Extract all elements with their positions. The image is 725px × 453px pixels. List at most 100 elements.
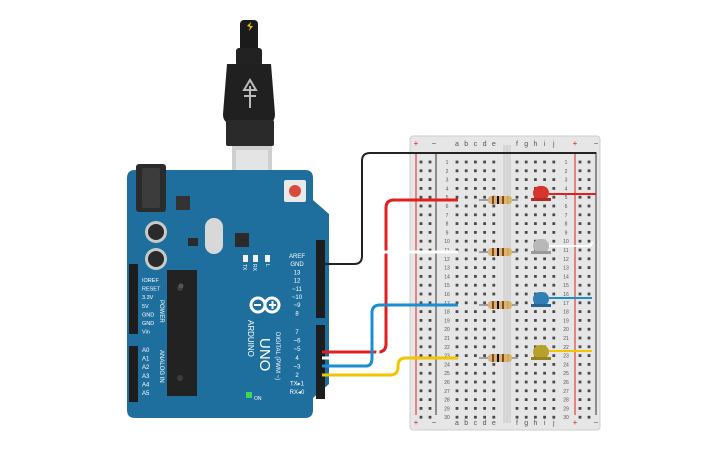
led-red[interactable] bbox=[531, 186, 551, 201]
breadboard-hole bbox=[428, 371, 432, 375]
breadboard-hole bbox=[524, 257, 528, 261]
breadboard-hole bbox=[492, 231, 496, 234]
breadboard-hole bbox=[578, 231, 582, 234]
breadboard-hole bbox=[578, 160, 582, 164]
row-number: 8 bbox=[446, 222, 449, 228]
breadboard-hole bbox=[492, 213, 496, 217]
breadboard-hole bbox=[524, 222, 528, 225]
wire-pin2-yellow[interactable] bbox=[322, 356, 458, 377]
digital-pin-label: 13 bbox=[294, 270, 301, 276]
breadboard-hole bbox=[543, 310, 546, 313]
breadboard-hole bbox=[578, 371, 582, 375]
wire-gnd-black[interactable] bbox=[322, 152, 596, 265]
digital-pin-label: ~9 bbox=[294, 303, 302, 309]
breadboard-hole bbox=[483, 310, 486, 313]
breadboard-hole bbox=[428, 380, 432, 384]
row-number: 20 bbox=[444, 327, 450, 333]
row-number: 12 bbox=[563, 257, 569, 263]
breadboard-hole bbox=[419, 354, 423, 357]
arduino-uno-board[interactable] bbox=[127, 164, 329, 418]
breadboard-hole bbox=[543, 380, 546, 384]
breadboard-hole bbox=[587, 345, 591, 349]
breadboard-hole bbox=[483, 380, 486, 384]
row-number: 30 bbox=[563, 415, 569, 421]
breadboard-hole bbox=[515, 398, 519, 401]
breadboard-hole bbox=[552, 231, 556, 234]
row-number: 26 bbox=[444, 380, 450, 386]
breadboard-hole bbox=[524, 371, 528, 375]
breadboard-hole bbox=[552, 213, 556, 217]
breadboard-hole bbox=[515, 327, 519, 331]
led-blue[interactable] bbox=[531, 292, 551, 307]
column-label: e bbox=[492, 420, 496, 427]
breadboard-hole bbox=[524, 292, 528, 296]
breadboard-hole bbox=[524, 407, 528, 410]
breadboard-hole bbox=[587, 407, 591, 410]
breadboard-hole bbox=[492, 275, 496, 278]
breadboard-hole bbox=[483, 231, 486, 234]
row-number: 3 bbox=[446, 178, 449, 184]
breadboard-hole bbox=[587, 319, 591, 322]
breadboard-hole bbox=[492, 327, 496, 331]
breadboard-hole bbox=[464, 248, 468, 252]
breadboard-hole bbox=[474, 213, 477, 217]
breadboard-hole bbox=[428, 187, 432, 190]
row-number: 4 bbox=[565, 186, 568, 192]
breadboard-hole bbox=[483, 336, 486, 340]
breadboard-hole bbox=[515, 231, 519, 234]
digital-pin-label: ~11 bbox=[292, 287, 302, 293]
breadboard-hole bbox=[524, 275, 528, 278]
breadboard-hole bbox=[552, 187, 556, 190]
breadboard-hole bbox=[474, 389, 477, 393]
breadboard-hole bbox=[587, 380, 591, 384]
breadboard-hole bbox=[524, 319, 528, 322]
breadboard-hole bbox=[552, 354, 556, 357]
breadboard-hole bbox=[578, 213, 582, 217]
breadboard[interactable] bbox=[409, 135, 601, 431]
wire-pin5-red[interactable] bbox=[322, 198, 458, 354]
row-number: 13 bbox=[563, 266, 569, 272]
tx-label: TX bbox=[241, 264, 247, 271]
power-label: POWER bbox=[158, 300, 164, 323]
breadboard-hole bbox=[587, 204, 591, 208]
breadboard-hole bbox=[455, 231, 459, 234]
rail-plus-label: + bbox=[414, 418, 419, 427]
arduino-logo bbox=[249, 296, 281, 314]
breadboard-hole bbox=[578, 415, 582, 419]
breadboard-hole bbox=[492, 169, 496, 173]
breadboard-hole bbox=[483, 266, 486, 269]
breadboard-hole bbox=[578, 336, 582, 340]
breadboard-hole bbox=[515, 195, 519, 199]
row-number: 28 bbox=[563, 398, 569, 404]
led-white[interactable] bbox=[531, 239, 551, 254]
breadboard-hole bbox=[515, 371, 519, 375]
breadboard-hole bbox=[515, 389, 519, 393]
breadboard-hole bbox=[464, 345, 468, 349]
breadboard-hole bbox=[543, 398, 546, 401]
breadboard-hole bbox=[428, 407, 432, 410]
row-number: 11 bbox=[563, 248, 568, 254]
breadboard-hole bbox=[455, 266, 459, 269]
breadboard-hole bbox=[455, 160, 459, 164]
breadboard-hole bbox=[474, 248, 477, 252]
breadboard-hole bbox=[483, 363, 486, 366]
breadboard-hole bbox=[587, 257, 591, 261]
breadboard-hole bbox=[474, 345, 477, 349]
breadboard-hole bbox=[455, 275, 459, 278]
breadboard-hole bbox=[578, 354, 582, 357]
row-number: 7 bbox=[565, 213, 568, 219]
breadboard-hole bbox=[419, 239, 423, 243]
led-yellow[interactable] bbox=[531, 345, 551, 360]
row-number: 2 bbox=[565, 169, 568, 175]
rail-minus-label: − bbox=[594, 139, 599, 148]
breadboard-hole bbox=[578, 204, 582, 208]
wire-pin3-blue[interactable] bbox=[322, 303, 458, 368]
breadboard-hole bbox=[483, 283, 486, 287]
resistor-3 bbox=[479, 301, 518, 309]
breadboard-hole bbox=[515, 283, 519, 287]
wire-led-white-gnd[interactable] bbox=[549, 241, 593, 247]
row-number: 23 bbox=[563, 354, 569, 360]
breadboard-hole bbox=[552, 371, 556, 375]
column-label: c bbox=[474, 141, 478, 148]
atmega-chip bbox=[167, 270, 197, 396]
